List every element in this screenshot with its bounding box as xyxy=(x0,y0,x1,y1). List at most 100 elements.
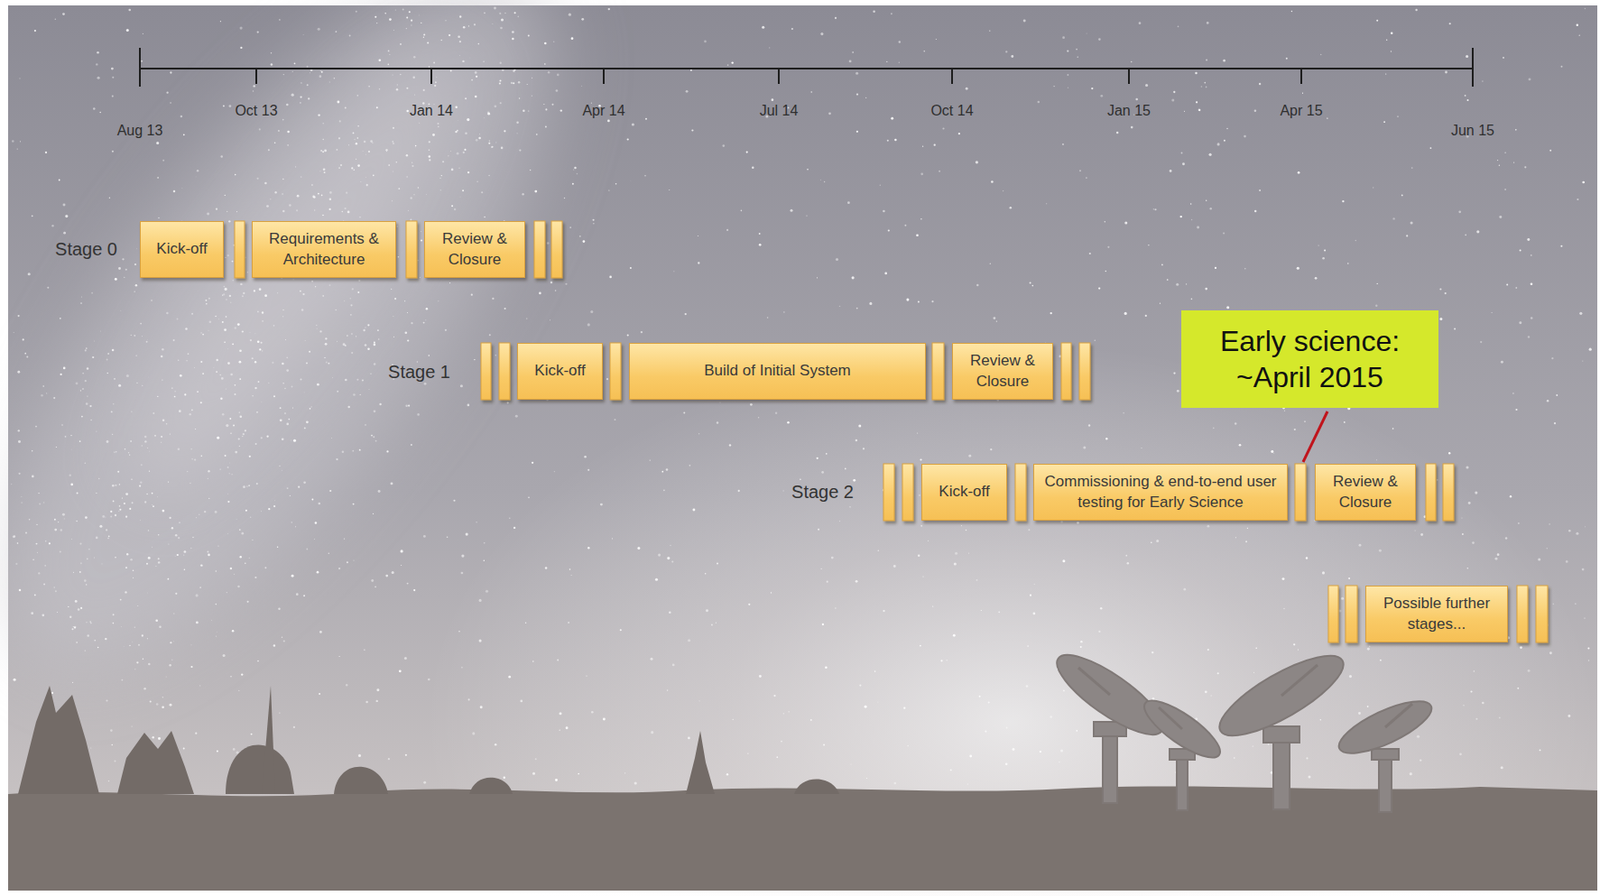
star xyxy=(998,610,1000,613)
star xyxy=(834,17,837,19)
star xyxy=(450,70,453,73)
star xyxy=(295,592,299,596)
star xyxy=(320,149,323,152)
star xyxy=(254,360,257,363)
star xyxy=(545,108,547,111)
star xyxy=(517,81,520,84)
star xyxy=(189,413,192,416)
star xyxy=(24,352,27,355)
star xyxy=(147,529,149,531)
star xyxy=(1125,554,1128,557)
star xyxy=(1222,231,1225,234)
star xyxy=(238,437,241,440)
star xyxy=(371,142,373,144)
star xyxy=(825,453,828,455)
star xyxy=(69,615,73,619)
star xyxy=(64,214,68,218)
star xyxy=(332,377,334,380)
star xyxy=(225,424,229,427)
star xyxy=(286,144,289,147)
star xyxy=(226,591,228,593)
star xyxy=(391,571,395,574)
star xyxy=(887,139,889,142)
star xyxy=(388,50,390,53)
star xyxy=(55,590,57,592)
star xyxy=(1347,262,1350,265)
star xyxy=(261,350,263,352)
star xyxy=(88,548,90,550)
star xyxy=(73,626,77,629)
star xyxy=(365,176,368,179)
star xyxy=(1075,730,1078,732)
star xyxy=(169,703,173,707)
star xyxy=(207,329,210,332)
axis-date-label: Jan 14 xyxy=(409,102,454,120)
star xyxy=(147,446,149,449)
star xyxy=(211,619,213,621)
star xyxy=(1012,748,1016,751)
star xyxy=(359,216,361,218)
star xyxy=(180,115,184,119)
star xyxy=(241,330,244,333)
tree-trunk xyxy=(261,685,276,795)
star xyxy=(624,772,626,774)
star xyxy=(324,342,328,346)
star xyxy=(143,687,147,691)
star xyxy=(253,289,256,292)
star xyxy=(43,501,46,504)
star xyxy=(459,15,462,18)
star xyxy=(126,553,129,555)
star xyxy=(462,189,464,192)
star xyxy=(703,40,707,44)
star xyxy=(428,155,432,158)
star xyxy=(918,494,920,496)
star xyxy=(942,127,944,130)
star xyxy=(129,645,130,647)
star xyxy=(990,180,994,184)
dish-reflector xyxy=(1137,691,1228,768)
star xyxy=(319,630,323,634)
star xyxy=(1210,694,1212,697)
star xyxy=(1098,630,1101,633)
star xyxy=(303,391,306,394)
star xyxy=(314,209,315,211)
star xyxy=(1470,690,1472,693)
star xyxy=(312,194,315,197)
star xyxy=(1080,646,1083,648)
phase-label: Kick-off xyxy=(938,481,990,503)
star xyxy=(581,84,583,87)
tree xyxy=(18,685,100,795)
star xyxy=(1383,120,1386,123)
star xyxy=(91,292,93,295)
star xyxy=(338,567,341,570)
star xyxy=(938,170,941,173)
star xyxy=(640,331,643,333)
star xyxy=(1517,522,1519,524)
star xyxy=(722,144,726,148)
star xyxy=(183,133,185,136)
star xyxy=(234,384,237,387)
star xyxy=(1153,208,1155,210)
star xyxy=(54,518,56,521)
star xyxy=(244,562,247,565)
phase-box: Review & Closure xyxy=(1314,463,1416,521)
star xyxy=(301,308,304,311)
star xyxy=(1349,675,1352,678)
star xyxy=(364,326,366,328)
milestone-bar xyxy=(480,342,491,400)
star xyxy=(55,446,57,448)
star xyxy=(451,204,454,207)
star xyxy=(518,97,520,99)
star xyxy=(363,140,367,144)
star xyxy=(277,608,280,611)
star xyxy=(199,586,202,589)
star xyxy=(110,510,112,513)
star xyxy=(1498,215,1502,219)
star xyxy=(358,279,361,282)
star xyxy=(48,542,51,545)
star xyxy=(346,334,349,337)
star xyxy=(1458,210,1462,213)
star xyxy=(410,24,412,26)
star xyxy=(1173,91,1175,93)
star xyxy=(556,73,560,77)
